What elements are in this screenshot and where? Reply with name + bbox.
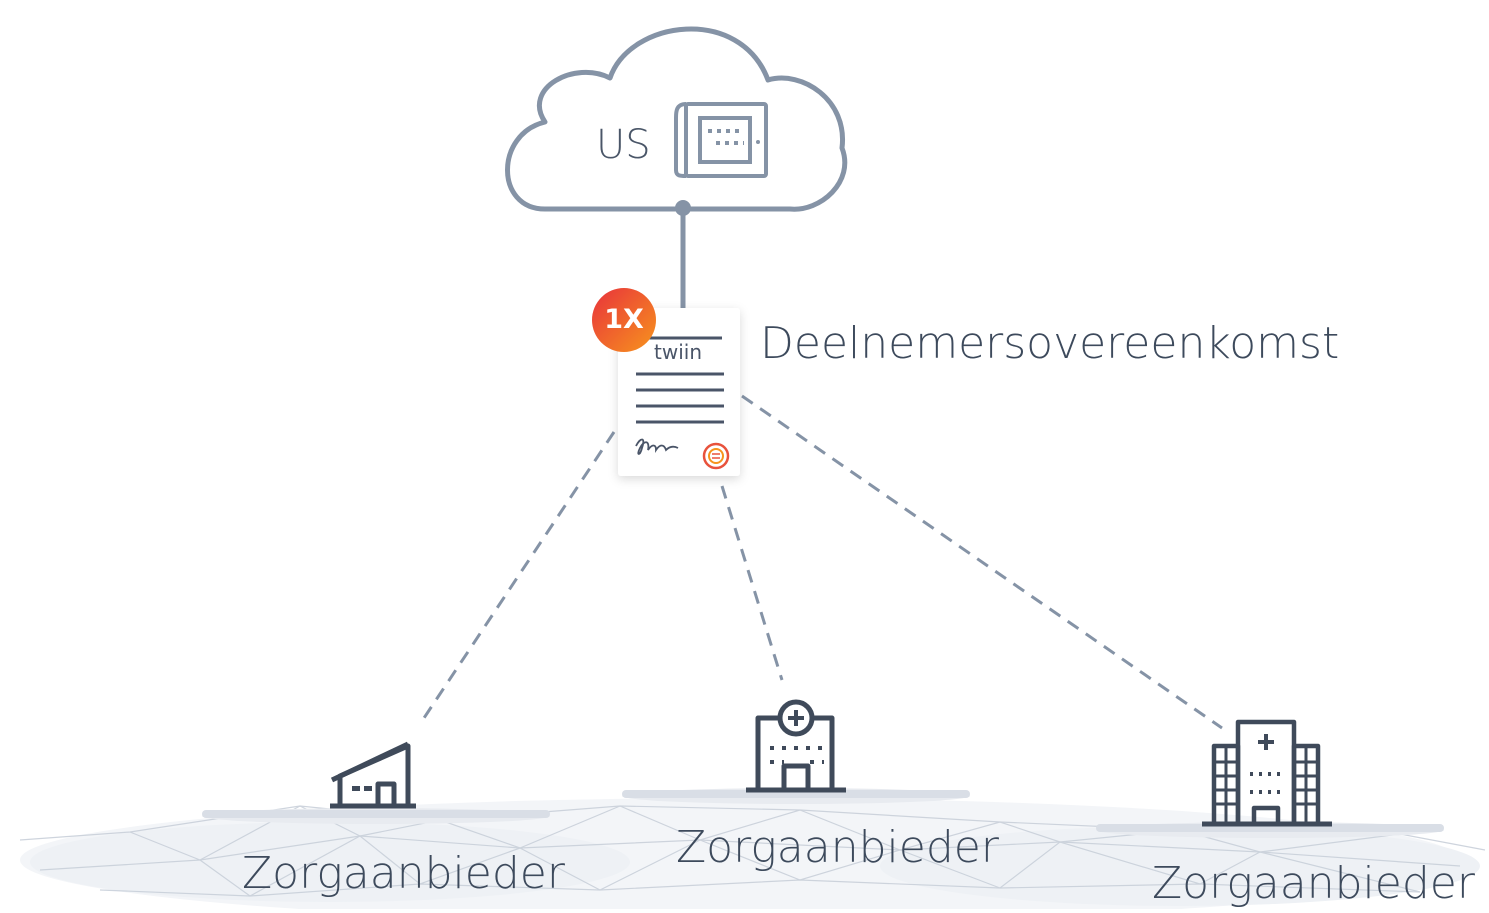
contract-document-icon	[592, 288, 740, 476]
cloud-connector	[675, 200, 691, 310]
cloud-icon	[505, 26, 848, 212]
twiin-logo: twiin	[654, 340, 702, 364]
provider-label-1: Zorgaanbieder	[242, 848, 565, 899]
cloud-label: US	[596, 122, 651, 168]
connector-line-2	[720, 485, 784, 681]
provider-label-2: Zorgaanbieder	[676, 822, 999, 873]
server-rack-icon	[674, 102, 768, 178]
clinic-building-icon	[746, 699, 846, 793]
signature-icon	[635, 438, 679, 455]
hospital-building-icon	[1202, 719, 1332, 827]
provider-label-3: Zorgaanbieder	[1152, 858, 1475, 909]
badge-label: 1X	[604, 304, 644, 335]
connector-line-1	[418, 431, 616, 725]
text-lines	[636, 372, 724, 424]
seal-icon	[702, 442, 730, 470]
agreement-label: Deelnemersovereenkomst	[760, 318, 1340, 369]
connector-lines	[418, 394, 1223, 730]
provider-platforms	[202, 788, 1444, 838]
connector-line-3	[741, 394, 1223, 730]
house-building-icon	[330, 741, 416, 809]
badge-circle	[592, 288, 656, 352]
